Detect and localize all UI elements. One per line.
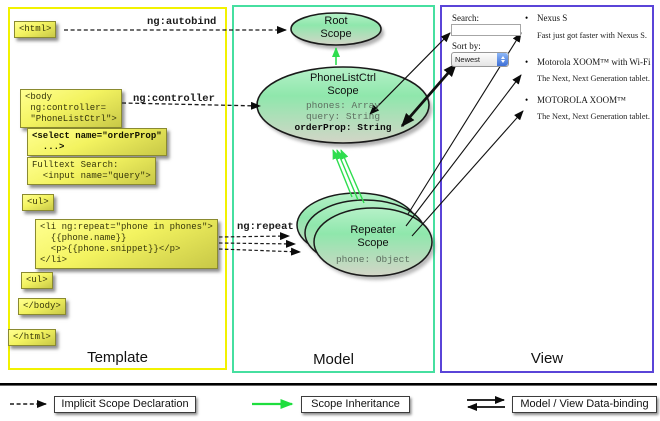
code-body-close: </body> [18, 298, 66, 315]
sort-by-label: Sort by: [452, 41, 481, 51]
ng-repeat-arrows [218, 232, 301, 256]
legend-divider-line [0, 383, 657, 386]
list-item-name: MOTOROLA XOOM™ [537, 95, 626, 105]
search-label: Search: [452, 13, 479, 23]
bullet-icon: • [525, 57, 529, 67]
ng-repeat-label: ng:repeat [237, 221, 294, 233]
legend-scope-inheritance: Scope Inheritance [301, 396, 410, 413]
code-fulltext-search: Fulltext Search: <input name="query"> [27, 157, 156, 185]
ng-autobind-label: ng:autobind [147, 16, 217, 28]
code-body-open: <body ng:controller= "PhoneListCtrl"> [20, 89, 122, 128]
code-select: <select name="orderProp" ...> [27, 128, 167, 156]
legend-model-view-databinding: Model / View Data-binding [512, 396, 657, 413]
list-item-name: Motorola XOOM™ with Wi-Fi [537, 57, 651, 67]
code-html-open: <html> [14, 21, 57, 38]
scope-inheritance-arrows-repeater [332, 149, 365, 204]
code-li-repeat: <li ng:repeat="phone in phones"> {{phone… [35, 219, 218, 269]
sort-by-value: Newest [455, 55, 481, 64]
code-html-close: </html> [8, 329, 56, 346]
ng-controller-arrow [121, 101, 261, 110]
phonelistctrl-scope-orderprop: orderProp: String [294, 122, 392, 133]
ng-controller-label: ng:controller [133, 93, 215, 105]
repeater-scope-title: Repeater Scope [350, 224, 396, 249]
view-panel-label: View [530, 350, 564, 367]
list-item-name: Nexus S [537, 13, 568, 23]
phonelistctrl-scope-props: phones: Array query: String [305, 100, 381, 122]
databinding-arrow-orderprop [400, 62, 458, 128]
legend-implicit-scope-declaration: Implicit Scope Declaration [54, 396, 196, 413]
repeater-scope-ellipses [296, 192, 435, 280]
template-panel-label: Template [87, 349, 148, 366]
search-input[interactable] [451, 24, 521, 36]
bullet-icon: • [525, 13, 529, 23]
list-item-desc: The Next, Next Generation tablet. [537, 112, 650, 121]
list-item-desc: Fast just got faster with Nexus S. [537, 31, 647, 40]
repeater-scope-prop: phone: Object [335, 254, 411, 265]
sort-by-select[interactable]: Newest [451, 52, 509, 67]
code-ul-open: <ul> [22, 194, 54, 211]
model-panel-label: Model [313, 351, 354, 368]
phonelistctrl-scope-title: PhoneListCtrl Scope [309, 72, 377, 97]
root-scope-title: Root Scope [320, 15, 352, 40]
root-scope-ellipse [290, 12, 384, 49]
bullet-icon: • [525, 95, 529, 105]
code-ul-close: <ul> [21, 272, 53, 289]
list-item-desc: The Next, Next Generation tablet. [537, 74, 650, 83]
legend-double-arrow [467, 396, 505, 411]
select-stepper-icon[interactable] [497, 53, 508, 66]
